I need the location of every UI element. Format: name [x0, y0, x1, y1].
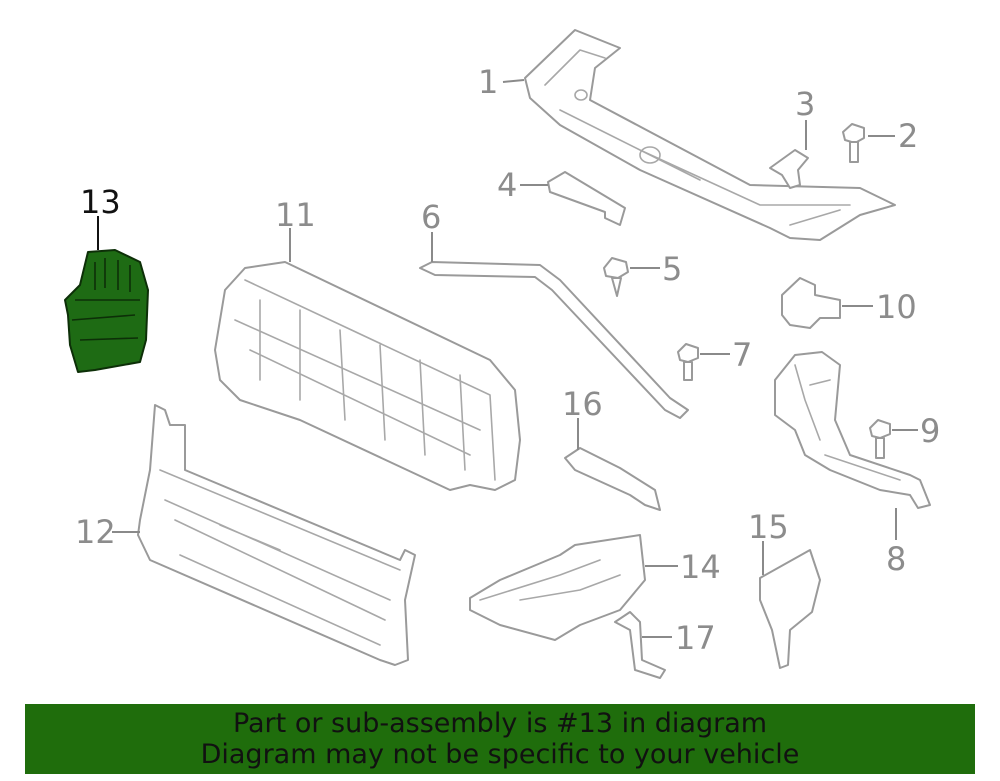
part-11-air-duct[interactable] — [214, 261, 521, 491]
part-4-bracket[interactable] — [547, 171, 626, 226]
callout-13: 13 — [80, 183, 121, 221]
part-17-bracket[interactable] — [614, 611, 666, 679]
part-5-screw[interactable] — [603, 257, 629, 297]
callout-17: 17 — [675, 619, 716, 657]
part-14-air-guide[interactable] — [469, 534, 646, 641]
parts-diagram: 1 2 3 4 5 6 7 8 9 10 11 12 13 14 15 16 1… — [64, 29, 940, 679]
part-3-bracket[interactable] — [769, 149, 809, 189]
part-12-lower-deflector[interactable] — [137, 404, 416, 666]
callout-4: 4 — [497, 166, 517, 204]
leader-lines — [97, 79, 918, 638]
callout-1: 1 — [478, 63, 498, 101]
callout-14: 14 — [680, 548, 721, 586]
callout-15: 15 — [748, 508, 789, 546]
part-7-bolt[interactable] — [677, 343, 699, 381]
callout-10: 10 — [876, 288, 917, 326]
part-9-bolt[interactable] — [869, 419, 891, 459]
part-6-brace[interactable] — [419, 261, 689, 419]
part-13-highlighted[interactable] — [64, 249, 149, 373]
part-2-bolt[interactable] — [842, 123, 865, 163]
callout-9: 9 — [920, 412, 940, 450]
part-15-side-guide[interactable] — [759, 549, 821, 669]
callout-11: 11 — [275, 196, 316, 234]
part-1-upper-support[interactable] — [524, 29, 896, 241]
callout-16: 16 — [562, 385, 603, 423]
banner-line-1: Part or sub-assembly is #13 in diagram — [232, 708, 768, 739]
banner-line-2: Diagram may not be specific to your vehi… — [200, 739, 800, 770]
callout-6: 6 — [421, 198, 441, 236]
part-16-bracket[interactable] — [564, 447, 661, 511]
callout-12: 12 — [75, 513, 116, 551]
callout-5: 5 — [662, 250, 682, 288]
callout-7: 7 — [732, 336, 752, 374]
info-banner: Part or sub-assembly is #13 in diagram D… — [25, 704, 975, 774]
callout-2: 2 — [898, 117, 918, 155]
callout-8: 8 — [886, 540, 906, 578]
part-10-clip[interactable] — [781, 277, 841, 329]
callout-3: 3 — [795, 85, 815, 123]
part-8-side-bracket[interactable] — [774, 351, 931, 509]
